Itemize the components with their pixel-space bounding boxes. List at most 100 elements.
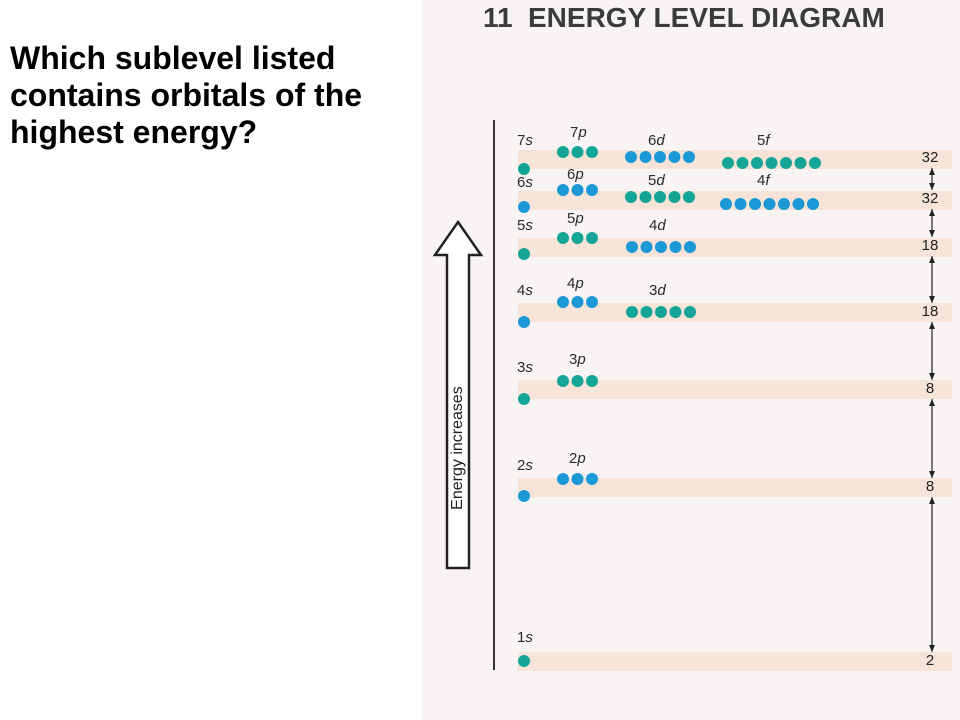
orbital-dot [668, 191, 681, 203]
orbital-dots [518, 146, 821, 667]
energy-band-1 [518, 652, 952, 671]
sublevel-label: 7s [517, 132, 533, 149]
orbital-dot [655, 241, 667, 253]
energy-band-3 [518, 380, 952, 399]
energy-band-4 [518, 303, 952, 322]
orbital-dot [722, 157, 734, 169]
electron-capacity: 18 [921, 237, 939, 254]
energy-arrow-icon [432, 219, 484, 570]
orbital-dot [625, 191, 637, 203]
orbital-group-4s [518, 316, 530, 328]
orbital-dot [518, 490, 530, 502]
orbital-dot [668, 151, 681, 163]
sublevel-label: 6p [567, 166, 584, 183]
orbital-dot [640, 306, 653, 318]
sublevel-label: 6d [648, 132, 665, 149]
orbital-dot [557, 473, 569, 485]
section-number: 11 [483, 2, 513, 33]
orbital-dot [571, 296, 584, 308]
orbital-group-5f [722, 157, 821, 169]
orbital-group-4p [557, 296, 598, 308]
orbital-dot [749, 198, 761, 210]
orbital-dot [751, 157, 763, 169]
orbital-dot [794, 157, 807, 169]
orbital-dot [571, 146, 584, 158]
sublevel-label: 4p [567, 275, 584, 292]
sublevel-label: 5s [517, 217, 533, 234]
orbital-group-4f [720, 198, 819, 210]
orbital-group-6d [625, 151, 695, 163]
orbital-dot [586, 184, 598, 196]
sublevel-label: 5p [567, 210, 584, 227]
orbital-group-7s [518, 163, 530, 175]
orbital-dot [639, 151, 652, 163]
energy-band-2 [518, 478, 952, 497]
orbital-dot [683, 151, 695, 163]
orbital-dot [780, 157, 792, 169]
sublevel-label: 3s [517, 359, 533, 376]
energy-band-5 [518, 238, 952, 257]
sublevel-label: 7p [570, 124, 587, 141]
orbital-dot [518, 248, 530, 260]
sublevel-label: 3d [649, 282, 666, 299]
orbital-dot [625, 151, 637, 163]
orbital-dot [669, 306, 682, 318]
orbital-dot [669, 241, 682, 253]
diagram-title: ENERGY LEVEL DIAGRAM [528, 2, 885, 33]
orbital-dot [626, 241, 638, 253]
orbital-dot [557, 146, 569, 158]
orbital-dot [626, 306, 638, 318]
orbital-dot [765, 157, 778, 169]
sublevel-label: 2s [517, 457, 533, 474]
electron-capacity: 32 [921, 190, 939, 207]
orbital-group-3d [626, 306, 696, 318]
electron-capacity: 32 [921, 149, 939, 166]
sublevel-label: 5d [648, 172, 665, 189]
orbital-dot [518, 163, 530, 175]
orbital-group-5s [518, 248, 530, 260]
electron-capacity: 2 [925, 652, 935, 669]
orbital-dot [655, 306, 667, 318]
orbital-dot [684, 241, 696, 253]
energy-axis-label: Energy increases [449, 386, 466, 510]
orbital-dot [518, 201, 530, 213]
orbital-dot [763, 198, 776, 210]
orbital-dot [654, 151, 666, 163]
orbital-group-1s [518, 655, 530, 667]
orbital-dot [736, 157, 749, 169]
orbital-group-2s [518, 490, 530, 502]
diagram-page [422, 0, 960, 720]
orbital-dot [571, 232, 584, 244]
orbital-dot [586, 146, 598, 158]
orbital-dot [518, 393, 530, 405]
orbital-dot [809, 157, 821, 169]
orbital-dot [639, 191, 652, 203]
question-line: Which sublevel listed [10, 40, 336, 76]
orbital-dot [683, 191, 695, 203]
orbital-dot [557, 184, 569, 196]
sublevel-label: 4d [649, 217, 666, 234]
orbital-dot [684, 306, 696, 318]
orbital-dot [586, 375, 598, 387]
orbital-dot [586, 232, 598, 244]
orbital-dot [778, 198, 790, 210]
question-line: contains orbitals of the [10, 77, 363, 113]
sublevel-label: 4s [517, 282, 533, 299]
sublevel-label: 3p [569, 351, 586, 368]
orbital-dot [557, 232, 569, 244]
orbital-dot [734, 198, 747, 210]
orbital-group-5p [557, 232, 598, 244]
electron-capacity: 8 [925, 380, 935, 397]
orbital-dot [807, 198, 819, 210]
orbital-dot [557, 296, 569, 308]
orbital-dot [792, 198, 805, 210]
orbital-dot [571, 184, 584, 196]
orbital-group-5d [625, 191, 695, 203]
question-line: highest energy? [10, 114, 258, 150]
orbital-group-3p [557, 375, 598, 387]
electron-capacity: 8 [925, 478, 935, 495]
orbital-group-3s [518, 393, 530, 405]
orbital-dot [720, 198, 732, 210]
sublevel-label: 4f [757, 172, 770, 189]
